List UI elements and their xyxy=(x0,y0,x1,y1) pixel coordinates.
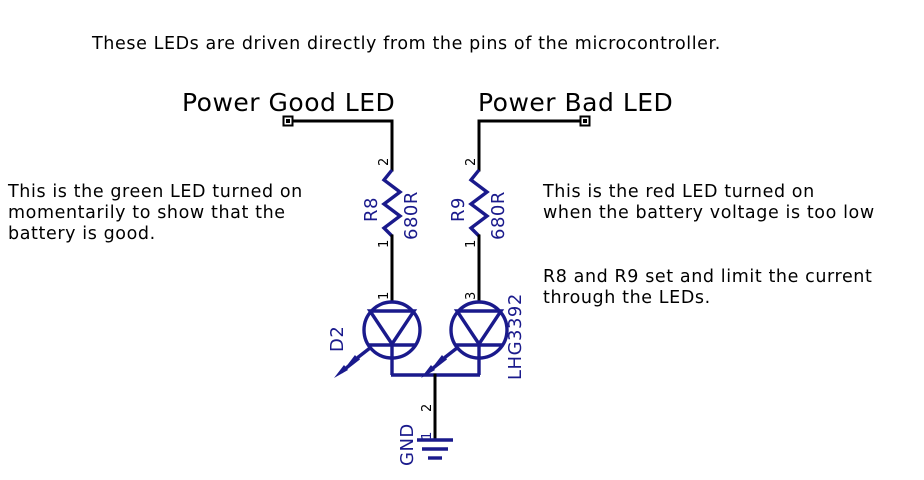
led-lhg3392-package: LHG3392 xyxy=(505,293,526,380)
net-wire-power-good xyxy=(286,119,394,172)
terminal-marker-power-bad xyxy=(579,115,591,127)
resistor-r8-pin-bottom: 1 xyxy=(377,240,392,248)
led-lhg3392-pin-anode: 3 xyxy=(464,292,479,300)
note-right-top-line-1: This is the red LED turned on xyxy=(542,182,815,202)
resistor-r8-pin-top: 2 xyxy=(377,158,392,166)
note-left-line-3: battery is good. xyxy=(8,224,156,244)
ground-pin-top: 2 xyxy=(420,404,435,412)
note-right-top-line-2: when the battery voltage is too low xyxy=(543,203,875,223)
resistor-r9 xyxy=(468,168,490,304)
led-lhg3392 xyxy=(421,300,509,378)
caption-text: These LEDs are driven directly from the … xyxy=(91,34,721,54)
resistor-r8-ref: R8 xyxy=(361,197,382,222)
resistor-r9-pin-bottom: 1 xyxy=(464,240,479,248)
note-right-bottom: R8 and R9 set and limit the current thro… xyxy=(543,267,872,308)
net-label-power-good: Power Good LED xyxy=(182,88,395,117)
resistor-r8 xyxy=(381,168,403,304)
resistor-r8-value: 680R xyxy=(401,191,422,240)
note-right-bottom-line-2: through the LEDs. xyxy=(543,288,711,308)
resistor-r8-body xyxy=(381,168,403,238)
note-left: This is the green LED turned on momentar… xyxy=(7,182,303,244)
led-d2-pin-anode: 1 xyxy=(377,292,392,300)
note-left-line-1: This is the green LED turned on xyxy=(7,182,303,202)
ground-pin-bottom: 1 xyxy=(420,432,435,440)
led-lhg3392-triangle xyxy=(453,309,505,348)
note-right-top: This is the red LED turned on when the b… xyxy=(542,182,875,223)
note-right-bottom-line-1: R8 and R9 set and limit the current xyxy=(543,267,872,287)
note-left-line-2: momentarily to show that the xyxy=(8,203,286,223)
resistor-r9-body xyxy=(468,168,490,238)
led-d2 xyxy=(334,300,422,378)
ground-label: GND xyxy=(397,423,418,466)
led-d2-triangle xyxy=(366,309,418,348)
net-wire-power-bad xyxy=(477,119,587,172)
resistor-r9-ref: R9 xyxy=(448,197,469,222)
resistor-r9-pin-top: 2 xyxy=(464,158,479,166)
led-d2-emission-arrows xyxy=(334,346,372,378)
net-label-power-bad: Power Bad LED xyxy=(478,88,673,117)
led-d2-ref: D2 xyxy=(327,326,348,352)
terminal-marker-power-good xyxy=(282,115,294,127)
ground-symbol xyxy=(417,438,453,460)
resistor-r9-value: 680R xyxy=(488,191,509,240)
